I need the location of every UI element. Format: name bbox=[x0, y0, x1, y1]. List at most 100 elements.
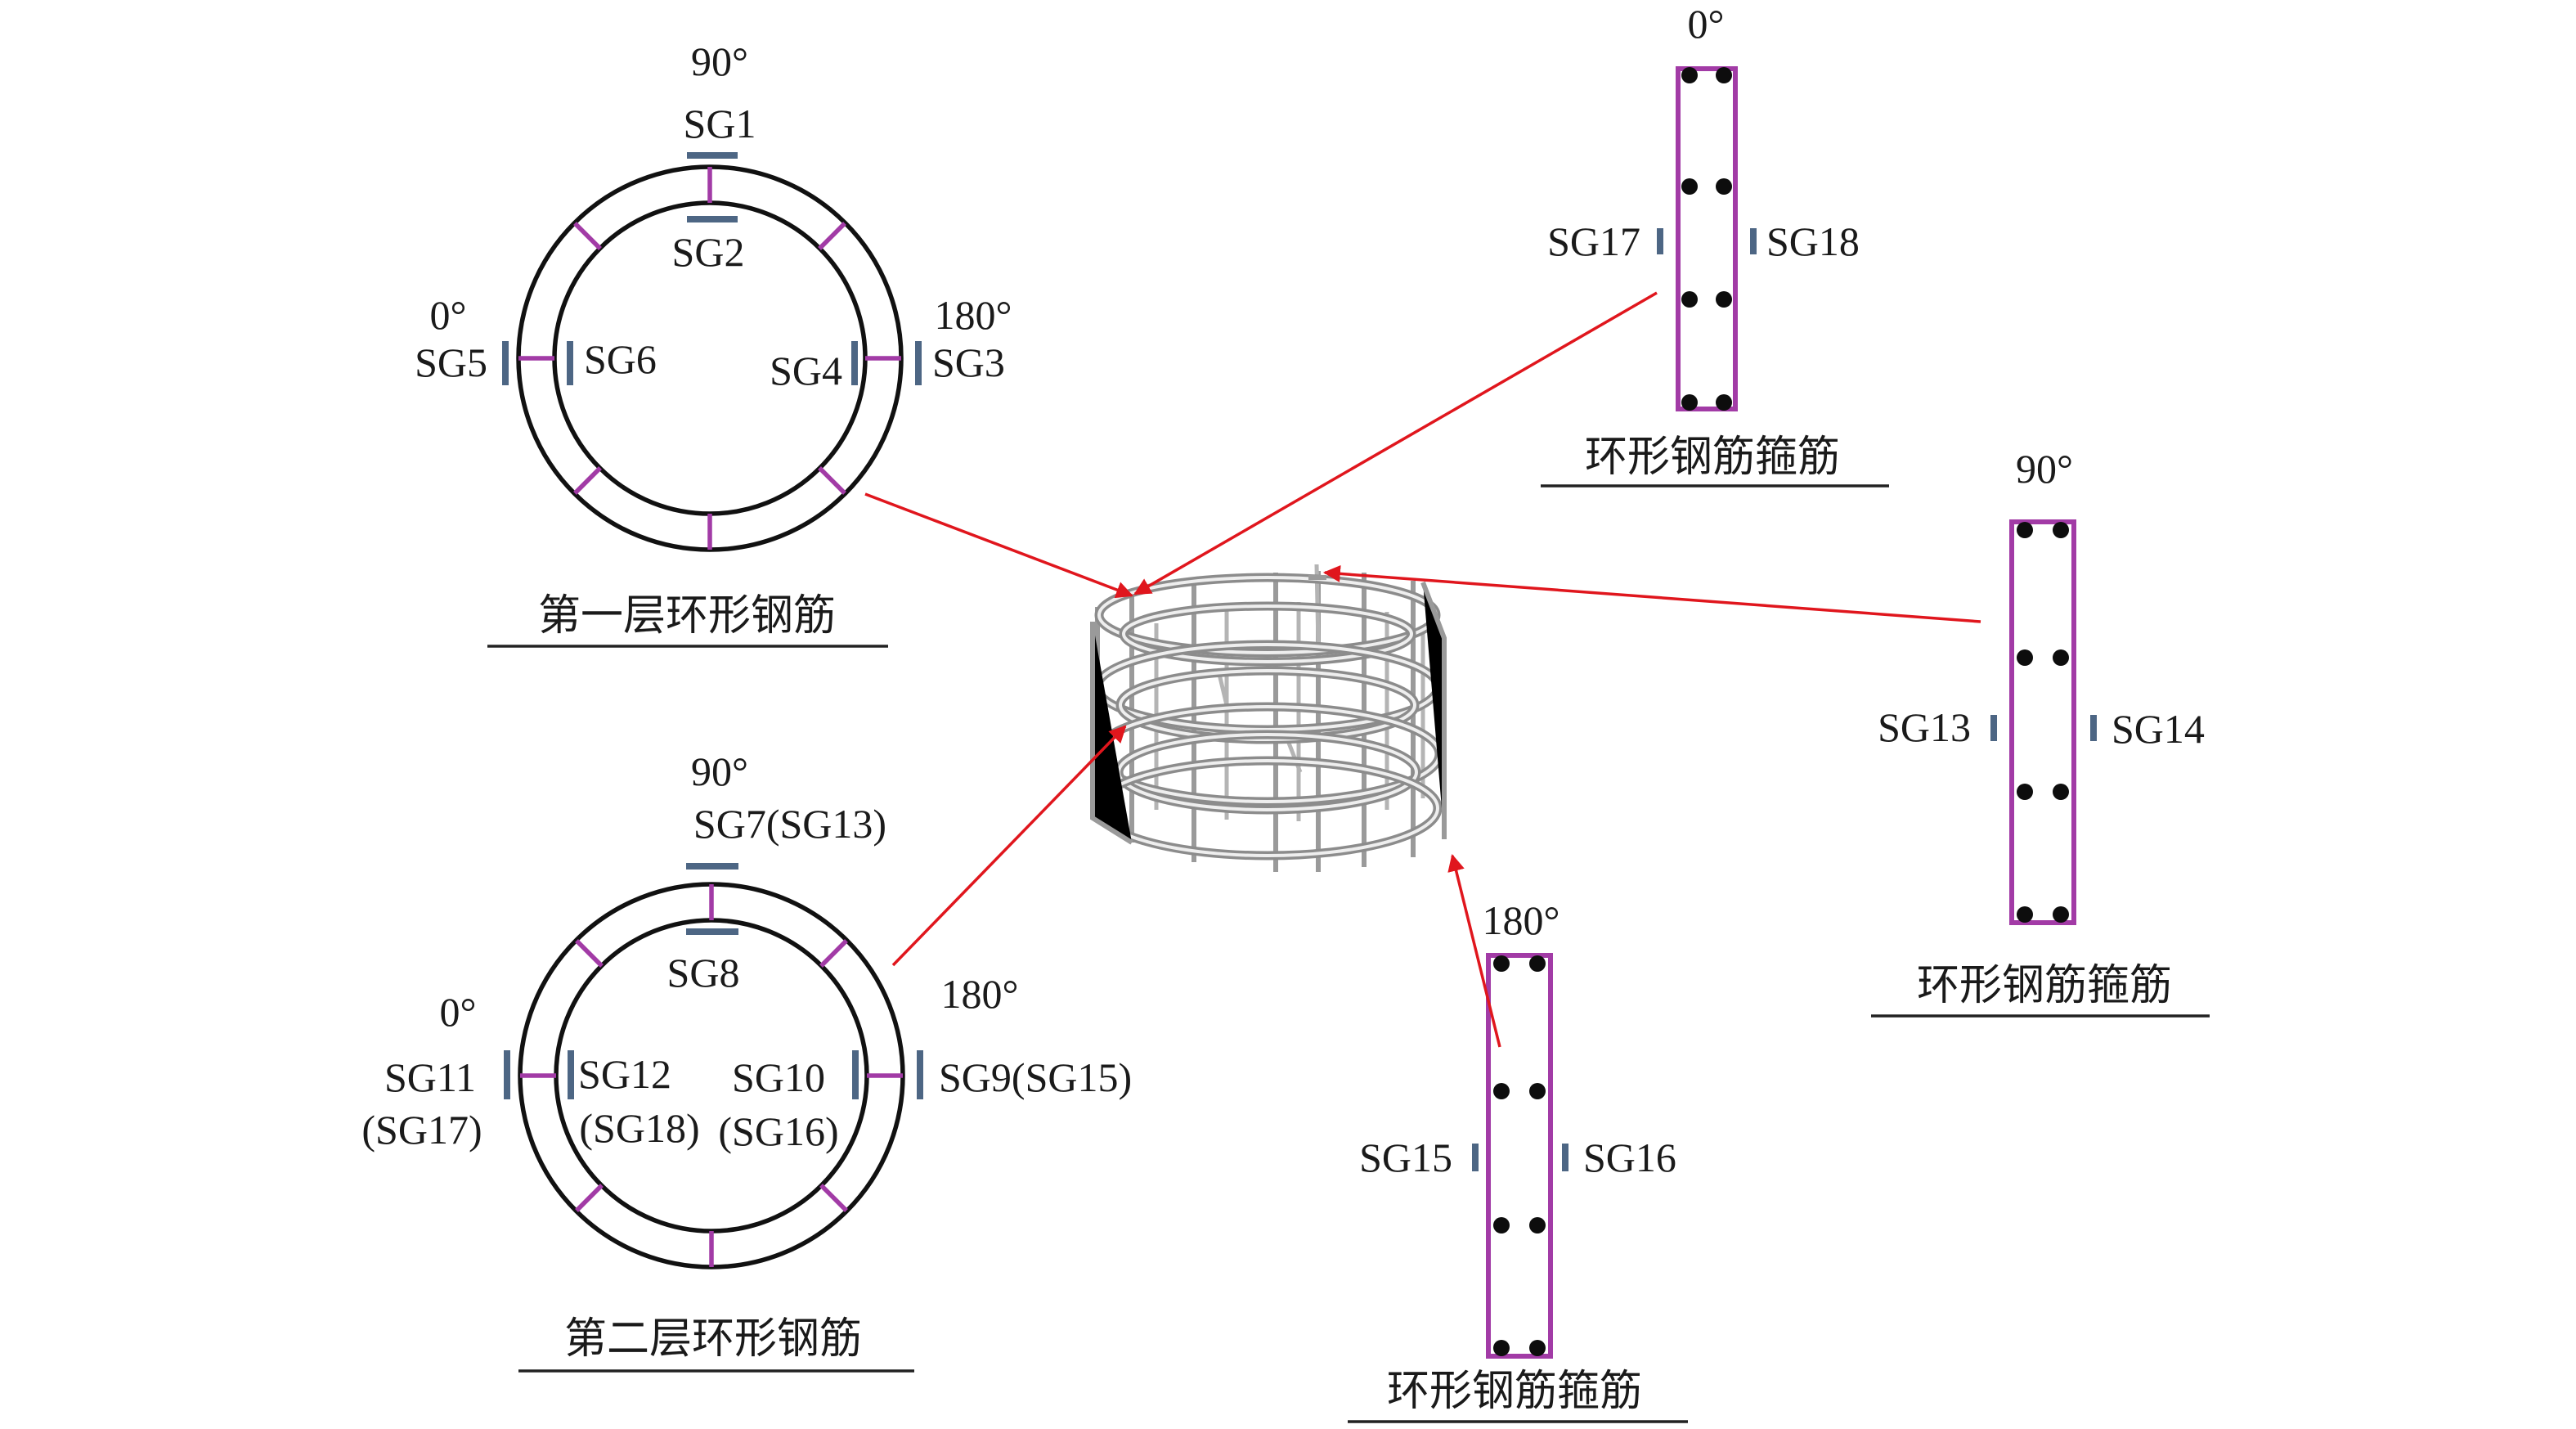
label-sg6: SG6 bbox=[584, 336, 657, 382]
label-sg3: SG3 bbox=[932, 339, 1005, 385]
gauge-sg9-mark bbox=[917, 1050, 923, 1099]
gauge-sg2-mark bbox=[687, 216, 738, 222]
gauge-sg6-mark bbox=[567, 341, 573, 385]
stirrup-right-caption: 环形钢筋箍筋 bbox=[1917, 963, 2172, 1009]
stirrup-bottom-bar bbox=[1529, 1340, 1546, 1356]
layer1-angle-top: 90° bbox=[691, 38, 748, 84]
layer1-tie-45 bbox=[573, 222, 602, 250]
stirrup-right-bar bbox=[2053, 522, 2069, 538]
label-sg15: SG15 bbox=[1359, 1135, 1452, 1180]
label-sg14: SG14 bbox=[2112, 706, 2205, 752]
stirrup-top-bar bbox=[1681, 394, 1698, 411]
stirrup-right-group: 90° SG13 SG14 环形钢筋箍筋 bbox=[1871, 446, 2210, 1018]
label-sg7: SG7(SG13) bbox=[693, 801, 886, 847]
layer2-angle-right: 180° bbox=[941, 971, 1019, 1017]
label-sg18: SG18 bbox=[1766, 218, 1860, 264]
stirrup-right-bar bbox=[2053, 784, 2069, 800]
arrow-stirrup-right-to-cage bbox=[1322, 564, 1981, 623]
layer2-tie-135 bbox=[819, 939, 848, 968]
label-sg8: SG8 bbox=[667, 950, 740, 995]
layer2-tie-45 bbox=[575, 939, 604, 968]
cage-rings bbox=[1091, 573, 1444, 861]
gauge-sg13-mark bbox=[1990, 715, 1997, 741]
gauge-sg8-mark bbox=[686, 928, 738, 935]
label-sg4: SG4 bbox=[770, 348, 842, 393]
label-sg9: SG9(SG15) bbox=[939, 1054, 1132, 1100]
label-sg13: SG13 bbox=[1878, 704, 1971, 750]
arrow-stirrup-top-to-cage bbox=[1133, 291, 1658, 595]
arrow-layer2-to-cage bbox=[891, 725, 1127, 967]
pointer-arrows bbox=[864, 291, 1981, 1048]
label-sg16: SG16 bbox=[1583, 1135, 1676, 1180]
layer1-angle-left: 0° bbox=[430, 292, 467, 338]
gauge-sg12-mark bbox=[568, 1050, 574, 1099]
gauge-sg17-mark bbox=[1657, 228, 1663, 254]
layer1-ring-group: 90° SG1 SG2 0° SG5 SG6 SG4 180° SG3 第一层环… bbox=[415, 38, 1012, 648]
stirrup-top-bar bbox=[1716, 291, 1732, 308]
label-sg12-alt: (SG18) bbox=[579, 1105, 699, 1151]
label-sg12: SG12 bbox=[578, 1051, 671, 1097]
gauge-sg15-mark bbox=[1472, 1144, 1479, 1171]
gauge-sg16-mark bbox=[1562, 1144, 1568, 1171]
label-sg2: SG2 bbox=[672, 229, 745, 275]
stirrup-top-group: 0° SG17 SG18 环形钢筋箍筋 bbox=[1541, 1, 1889, 488]
layer2-tie-315 bbox=[575, 1184, 604, 1212]
stirrup-bottom-bar bbox=[1493, 955, 1510, 972]
arrow-stirrup-bottom-to-cage bbox=[1447, 853, 1501, 1048]
label-sg17: SG17 bbox=[1547, 218, 1640, 264]
reinforcement-cage bbox=[1090, 564, 1447, 872]
label-sg10: SG10 bbox=[732, 1054, 825, 1100]
stirrup-top-bar bbox=[1681, 178, 1698, 195]
stirrup-top-bar bbox=[1716, 178, 1732, 195]
label-sg11-alt: (SG17) bbox=[361, 1107, 482, 1153]
stirrup-right-bar bbox=[2053, 649, 2069, 666]
stirrup-bottom-group: 180° SG15 SG16 环形钢筋箍筋 bbox=[1348, 897, 1688, 1423]
stirrup-right-angle: 90° bbox=[2016, 446, 2073, 492]
stirrup-bottom-bar bbox=[1493, 1083, 1510, 1099]
layer1-tie-135 bbox=[818, 222, 846, 250]
layer2-angle-top: 90° bbox=[691, 748, 748, 794]
layer1-caption: 第一层环形钢筋 bbox=[538, 593, 836, 640]
layer1-tie-225 bbox=[818, 466, 846, 495]
stirrup-bottom-bar bbox=[1529, 955, 1546, 972]
arrow-layer1-to-cage bbox=[864, 492, 1133, 599]
stirrup-bottom-bar bbox=[1529, 1083, 1546, 1099]
layer2-tie-225 bbox=[819, 1184, 848, 1212]
gauge-sg10-mark bbox=[852, 1050, 859, 1099]
stirrup-right-bar bbox=[2017, 784, 2033, 800]
stirrup-right-bar bbox=[2017, 649, 2033, 666]
layer1-tie-315 bbox=[573, 466, 602, 495]
gauge-sg11-mark bbox=[504, 1050, 510, 1099]
stirrup-top-bar bbox=[1681, 67, 1698, 83]
stirrup-top-caption: 环形钢筋箍筋 bbox=[1585, 434, 1840, 481]
gauge-sg4-mark bbox=[851, 341, 858, 385]
stirrup-top-angle: 0° bbox=[1688, 1, 1725, 47]
gauge-sg1-mark bbox=[687, 152, 738, 159]
layer2-ring-group: 90° SG7(SG13) SG8 0° SG11 (SG17) SG12 (S… bbox=[361, 748, 1132, 1373]
layer2-angle-left: 0° bbox=[440, 989, 477, 1035]
stirrup-top-bar bbox=[1716, 394, 1732, 411]
stirrup-bottom-bar bbox=[1529, 1217, 1546, 1234]
label-sg11: SG11 bbox=[384, 1054, 476, 1100]
stirrup-top-frame bbox=[1676, 66, 1738, 411]
stirrup-right-bar bbox=[2017, 906, 2033, 923]
stirrup-bottom-frame bbox=[1486, 953, 1553, 1359]
gauge-sg14-mark bbox=[2090, 715, 2097, 741]
stirrup-right-frame bbox=[2009, 519, 2076, 925]
gauge-sg18-mark bbox=[1750, 228, 1757, 254]
gauge-sg7-mark bbox=[686, 863, 738, 870]
label-sg5: SG5 bbox=[415, 339, 487, 385]
stirrup-bottom-bar bbox=[1493, 1217, 1510, 1234]
layer2-caption: 第二层环形钢筋 bbox=[564, 1316, 862, 1363]
stirrup-right-bar bbox=[2017, 522, 2033, 538]
stirrup-bottom-bar bbox=[1493, 1340, 1510, 1356]
gauge-sg5-mark bbox=[502, 341, 509, 385]
gauge-sg3-mark bbox=[915, 341, 922, 385]
stirrup-bottom-angle: 180° bbox=[1483, 897, 1560, 943]
label-sg1: SG1 bbox=[684, 101, 756, 146]
stirrup-top-bar bbox=[1716, 67, 1732, 83]
stirrup-bottom-caption: 环形钢筋箍筋 bbox=[1387, 1368, 1642, 1415]
layer1-angle-right: 180° bbox=[935, 292, 1012, 338]
stirrup-top-bar bbox=[1681, 291, 1698, 308]
